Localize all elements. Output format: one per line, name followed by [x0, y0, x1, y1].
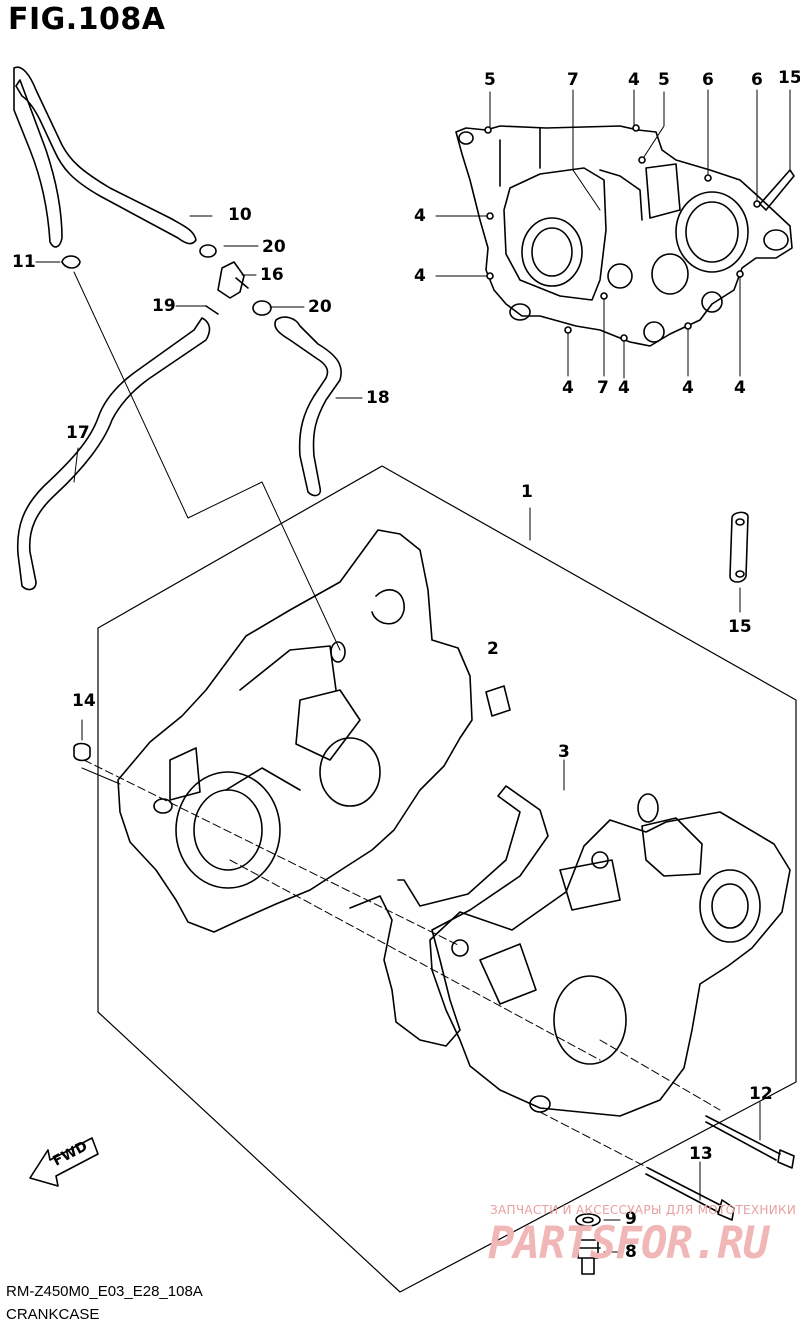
callout-17[interactable]: 17: [66, 423, 90, 443]
watermark-tagline: ЗАПЧАСТИ И АКСЕССУАРЫ ДЛЯ МОТОТЕХНИКИ: [490, 1203, 797, 1217]
callout-20-b[interactable]: 20: [308, 297, 332, 317]
left-crankcase: [117, 529, 473, 933]
callout-6-inset-a[interactable]: 6: [702, 70, 714, 90]
callout-6-inset-b[interactable]: 6: [751, 70, 763, 90]
hose-18: [274, 316, 342, 497]
bolt-12: [705, 1115, 795, 1169]
bolt-8: [575, 1239, 601, 1275]
clip-19: [205, 305, 219, 315]
joint-16: [217, 261, 249, 299]
callout-18[interactable]: 18: [366, 388, 390, 408]
dowel-2: [485, 685, 511, 717]
callout-15[interactable]: 15: [728, 617, 752, 637]
cap-11: [61, 255, 81, 269]
right-crankcase: [429, 811, 791, 1117]
fwd-arrow: [29, 1137, 99, 1187]
gasket-3: [349, 785, 549, 1047]
watermark-brand: PARTSFOR.RU: [488, 1218, 769, 1269]
callout-14[interactable]: 14: [72, 691, 96, 711]
plug-14: [73, 742, 91, 762]
callout-2[interactable]: 2: [487, 639, 499, 659]
callout-1[interactable]: 1: [521, 482, 533, 502]
clip-15: [729, 511, 749, 583]
bolt-13: [645, 1167, 735, 1221]
callout-4-inset-bottom-1[interactable]: 4: [562, 378, 574, 398]
section-name: CRANKCASE: [6, 1306, 100, 1323]
callout-7-inset-a[interactable]: 7: [567, 70, 579, 90]
inset-crankcase: [455, 125, 793, 347]
callout-11[interactable]: 11: [12, 252, 36, 272]
callout-15-inset[interactable]: 15: [778, 68, 800, 88]
callout-4-inset-left-2[interactable]: 4: [414, 266, 426, 286]
clip-20-b: [252, 300, 272, 316]
clip-20-a: [199, 244, 217, 258]
hose-10: [13, 66, 197, 248]
callout-8[interactable]: 8: [625, 1242, 637, 1262]
callout-10[interactable]: 10: [228, 205, 252, 225]
callout-13[interactable]: 13: [689, 1144, 713, 1164]
callout-5-inset-b[interactable]: 5: [658, 70, 670, 90]
callout-4-inset-bottom-3[interactable]: 4: [682, 378, 694, 398]
figure-title: FIG.108A: [8, 2, 166, 37]
callout-4-inset-top[interactable]: 4: [628, 70, 640, 90]
callout-5-inset-a[interactable]: 5: [484, 70, 496, 90]
callout-19[interactable]: 19: [152, 296, 176, 316]
callout-4-inset-bottom-4[interactable]: 4: [734, 378, 746, 398]
callout-4-inset-left-1[interactable]: 4: [414, 206, 426, 226]
callout-12[interactable]: 12: [749, 1084, 773, 1104]
callout-7-inset-b[interactable]: 7: [597, 378, 609, 398]
group-box-1: [97, 465, 797, 1293]
callout-9[interactable]: 9: [625, 1209, 637, 1229]
callout-3[interactable]: 3: [558, 742, 570, 762]
callout-20-a[interactable]: 20: [262, 237, 286, 257]
washer-9: [575, 1213, 601, 1227]
callout-16[interactable]: 16: [260, 265, 284, 285]
callout-4-inset-bottom-2[interactable]: 4: [618, 378, 630, 398]
diagram-code: RM-Z450M0_E03_E28_108A: [6, 1283, 203, 1300]
hose-17: [16, 317, 211, 591]
